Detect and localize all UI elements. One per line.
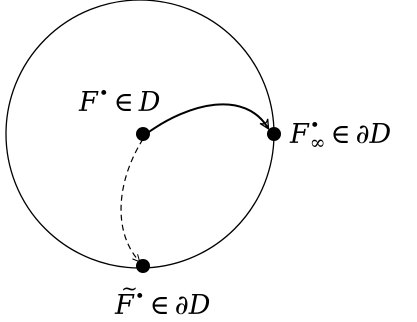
- boundary-point-bottom: [136, 259, 150, 273]
- boundary-point-right: [267, 127, 281, 141]
- label-interior-point: F•∈D: [79, 84, 161, 118]
- interior-point: [136, 127, 150, 141]
- tilde-accent: F: [115, 278, 137, 319]
- convergence-arrow: [145, 103, 270, 135]
- label-boundary-point-bottom: F•∈∂D: [115, 278, 210, 319]
- label-boundary-point-right: F•∞∈∂D: [290, 116, 392, 154]
- dashed-arrow: [120, 138, 144, 263]
